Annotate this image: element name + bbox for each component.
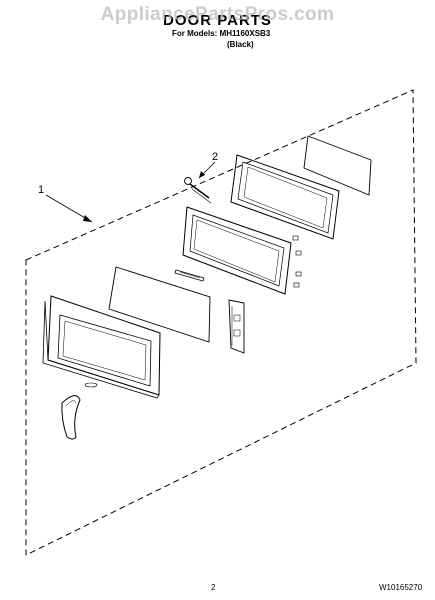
models-line: For Models: MH1160XSB3 — [172, 29, 271, 38]
outer-glass-panel — [303, 135, 372, 196]
door-hinge-bracket — [228, 299, 245, 354]
page-title: DOOR PARTS — [163, 12, 272, 29]
callout-2-label: 2 — [212, 151, 219, 163]
assembly-boundary — [25, 89, 417, 556]
latch-hook — [184, 177, 212, 204]
door-clip — [295, 250, 302, 256]
door-handle — [61, 395, 81, 440]
callout-1-label: 1 — [38, 184, 45, 196]
door-clip — [295, 271, 302, 277]
door-clip — [292, 235, 299, 241]
door-clip — [293, 282, 300, 288]
callout-2-arrowhead — [199, 171, 205, 178]
inner-glass-panel — [108, 266, 211, 343]
document-number: W10165270 — [379, 583, 423, 592]
watermark: AppliancePartsPros.com — [100, 4, 335, 25]
door-choke-frame — [230, 154, 340, 240]
hinge-bar — [174, 269, 205, 282]
outer-door-panel — [42, 295, 161, 399]
inner-door-frame — [182, 206, 292, 295]
callout-1-arrowhead — [83, 215, 92, 222]
page-number: 2 — [211, 583, 216, 592]
color-line: (Black) — [227, 40, 254, 49]
